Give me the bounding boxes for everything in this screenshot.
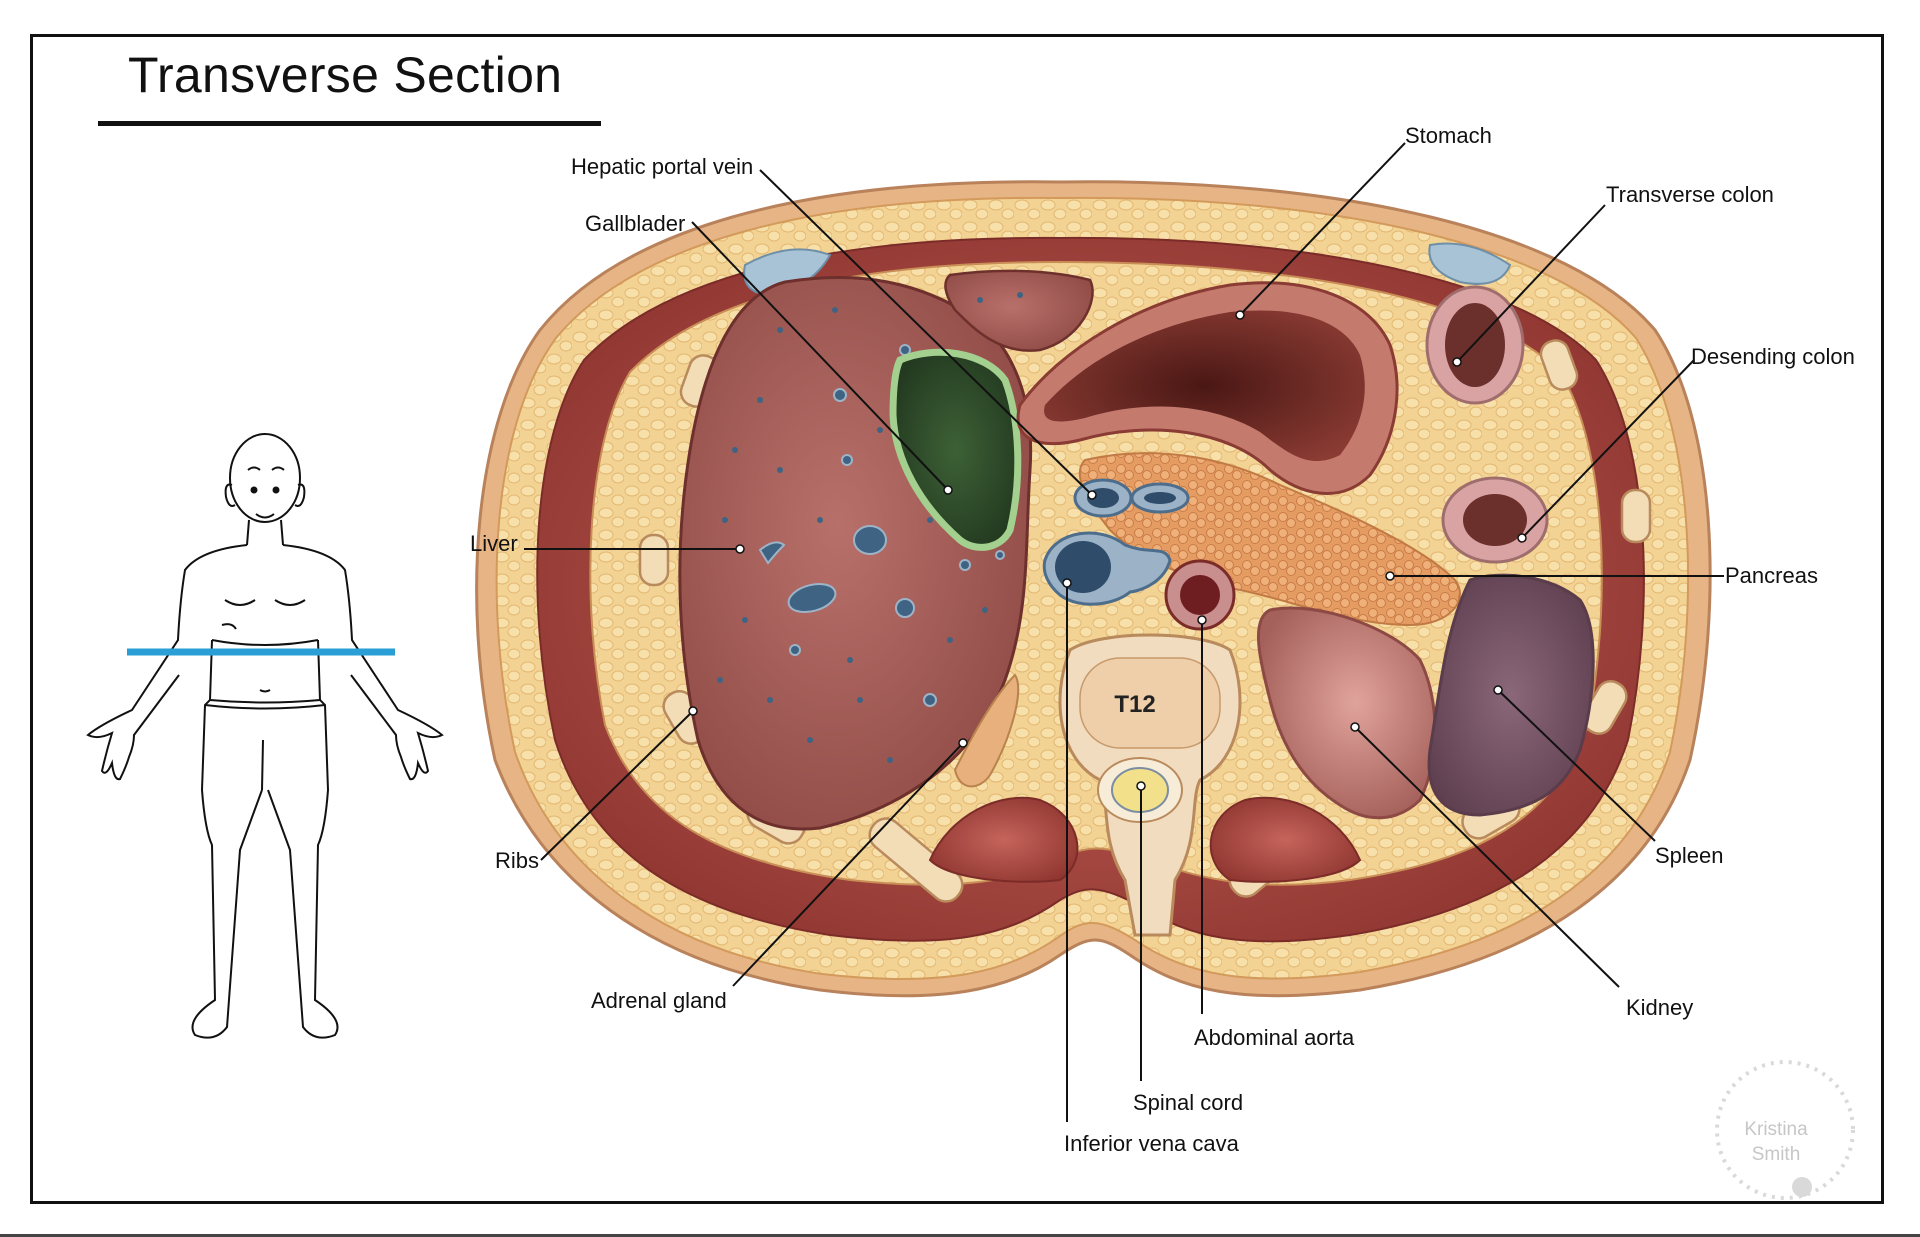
kidney [1257, 606, 1437, 820]
artist-watermark: Kristina Smith [1715, 1060, 1855, 1200]
label-transverse-colon: Transverse colon [1606, 182, 1774, 207]
abdominal-aorta [1164, 559, 1236, 631]
hepatic-portal-vein [1073, 478, 1190, 518]
label-spleen: Spleen [1655, 843, 1724, 868]
label-inferior-vena-cava: Inferior vena cava [1064, 1131, 1240, 1156]
bottom-border [0, 1234, 1920, 1237]
label-kidney: Kidney [1626, 995, 1693, 1020]
label-spinal-cord: Spinal cord [1133, 1090, 1243, 1115]
label-ribs: Ribs [495, 848, 539, 873]
label-pancreas: Pancreas [1725, 563, 1818, 588]
label-hepatic-portal-vein: Hepatic portal vein [571, 154, 753, 179]
labels: Hepatic portal vein Gallblader Stomach T… [470, 123, 1855, 1156]
gallbladder [889, 348, 1022, 551]
watermark-line2: Smith [1752, 1144, 1801, 1165]
label-stomach: Stomach [1405, 123, 1492, 148]
body-figure [86, 433, 444, 1039]
title-underline [98, 121, 601, 126]
spleen [1427, 573, 1595, 817]
vertebra-label: T12 [1114, 691, 1155, 718]
page-title: Transverse Section [128, 47, 563, 103]
label-gallbladder: Gallblader [585, 211, 685, 236]
label-liver: Liver [470, 531, 518, 556]
vertebra-t12: T12 [1058, 633, 1242, 937]
leader-dots [688, 310, 1527, 791]
leader-lines [524, 142, 1724, 1122]
label-abdominal-aorta: Abdominal aorta [1194, 1025, 1355, 1050]
label-descending-colon: Desending colon [1691, 344, 1855, 369]
watermark-line1: Kristina [1744, 1119, 1808, 1140]
label-adrenal-gland: Adrenal gland [591, 988, 727, 1013]
transverse-section: T12 [475, 180, 1712, 998]
adrenal-gland [953, 673, 1020, 788]
